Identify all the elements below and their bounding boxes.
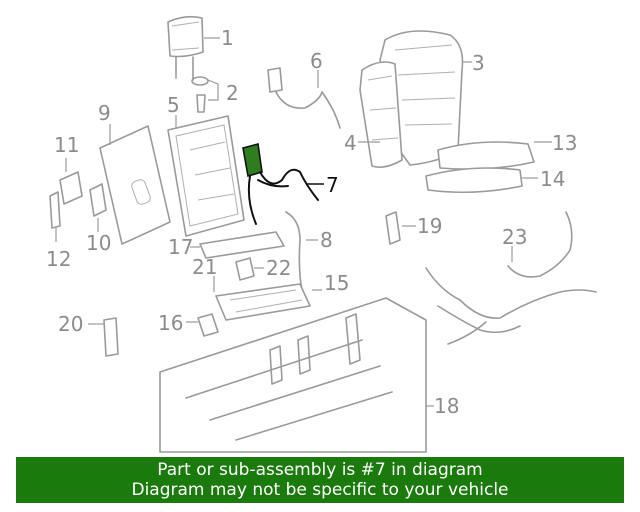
callout-10: 10 bbox=[86, 231, 111, 255]
part-17-panel: 17 bbox=[168, 231, 285, 259]
part-8-cable: 8 bbox=[285, 211, 333, 291]
callout-1: 1 bbox=[221, 26, 234, 50]
part-4-callout: 4 bbox=[344, 131, 380, 155]
callout-5: 5 bbox=[167, 93, 180, 117]
callout-4: 4 bbox=[344, 131, 357, 155]
callout-13: 13 bbox=[552, 131, 577, 155]
callout-14: 14 bbox=[540, 167, 565, 191]
callout-21: 21 bbox=[192, 255, 217, 279]
part-10-11-12-trims: 10 11 12 bbox=[46, 133, 111, 271]
callout-18: 18 bbox=[434, 394, 459, 418]
part-21-recliner: 21 bbox=[192, 255, 311, 321]
part-3-seatback: 3 bbox=[359, 30, 485, 168]
callout-2: 2 bbox=[226, 81, 239, 105]
part-2-headrest-guides: 2 bbox=[191, 76, 239, 113]
callout-22: 22 bbox=[266, 256, 291, 280]
part-15-callout: 15 bbox=[312, 271, 349, 295]
part-9-back-panel: 9 bbox=[98, 101, 171, 245]
callout-17: 17 bbox=[168, 235, 193, 259]
callout-3: 3 bbox=[472, 51, 485, 75]
callout-23: 23 bbox=[502, 225, 527, 249]
parts-diagram: 1 2 3 4 5 6 7 bbox=[46, 15, 597, 453]
callout-8: 8 bbox=[320, 228, 333, 252]
callout-9: 9 bbox=[98, 101, 111, 125]
part-16-bracket: 16 bbox=[158, 311, 219, 337]
part-23-wiring-harness: 23 bbox=[425, 211, 597, 345]
part-7-harness-highlighted: 7 bbox=[242, 142, 339, 225]
banner-line-2: Diagram may not be specific to your vehi… bbox=[131, 480, 509, 500]
part-18-frame-assembly: 18 bbox=[159, 297, 459, 453]
callout-12: 12 bbox=[46, 247, 71, 271]
part-6-cable: 6 bbox=[267, 49, 341, 129]
banner-line-1: Part or sub-assembly is #7 in diagram bbox=[157, 460, 483, 480]
callout-20: 20 bbox=[58, 312, 83, 336]
info-banner: Part or sub-assembly is #7 in diagram Di… bbox=[16, 457, 624, 503]
callout-7: 7 bbox=[326, 173, 339, 197]
callout-6: 6 bbox=[310, 49, 323, 73]
part-5-seatback-frame: 5 bbox=[167, 93, 245, 237]
part-22-clip: 22 bbox=[235, 256, 291, 281]
callout-19: 19 bbox=[417, 214, 442, 238]
callout-15: 15 bbox=[324, 271, 349, 295]
part-20-bracket: 20 bbox=[58, 312, 119, 357]
part-13-14-cushion: 13 14 bbox=[425, 131, 577, 194]
callout-11: 11 bbox=[54, 133, 79, 157]
callout-16: 16 bbox=[158, 311, 183, 335]
part-1-headrest: 1 bbox=[167, 15, 234, 81]
part-19-bracket: 19 bbox=[385, 211, 442, 245]
